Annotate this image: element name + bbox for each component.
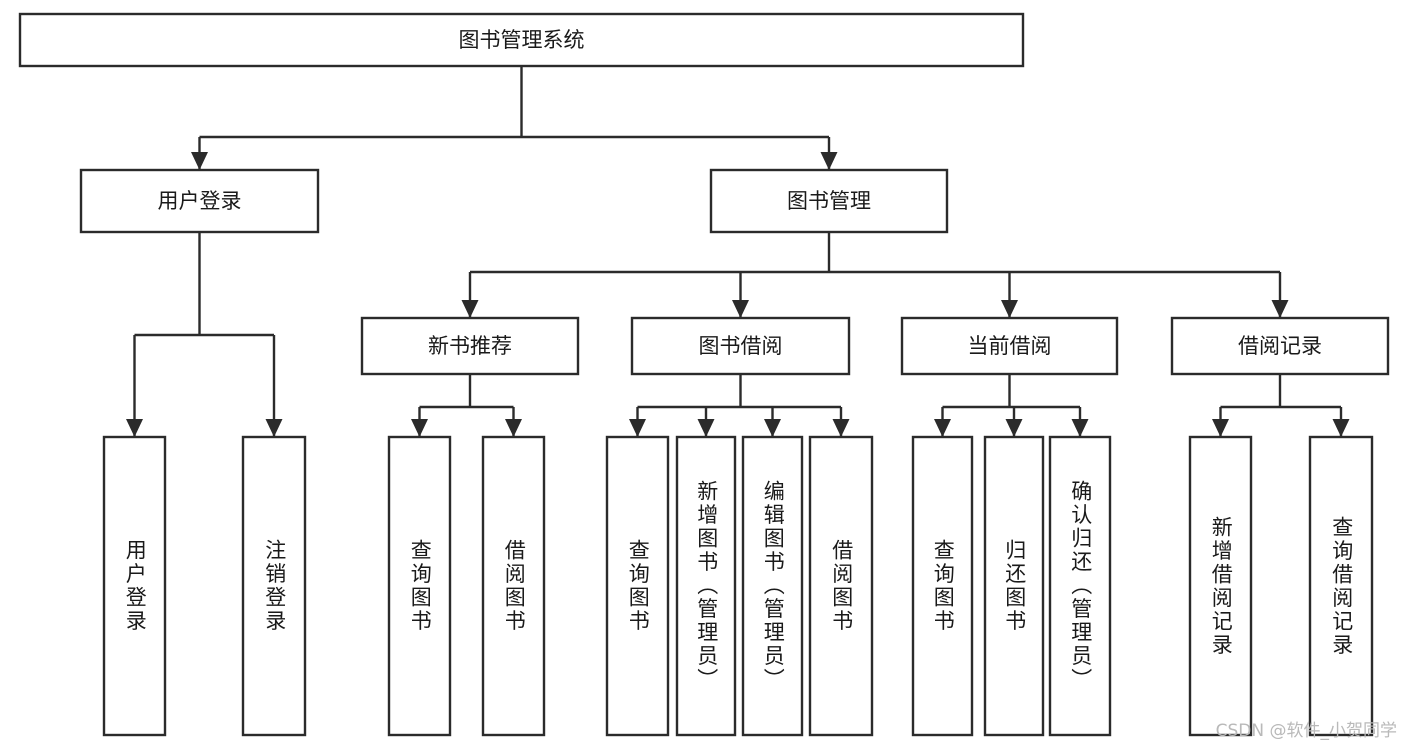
node-box-user-logout[interactable] xyxy=(241,435,307,737)
node-box-borrow-borrow-book[interactable] xyxy=(808,435,874,737)
connector-layer xyxy=(126,66,1350,437)
arrow-head-icon xyxy=(1271,300,1289,318)
watermark-text: CSDN @软件_小贺同学 xyxy=(1215,721,1397,741)
arrow-head-icon xyxy=(1071,419,1089,437)
node-box-borrow-record[interactable] xyxy=(1170,316,1390,376)
arrow-head-icon xyxy=(764,419,781,437)
node-box-user-login[interactable] xyxy=(79,168,320,234)
node-box-borrow-add-book[interactable] xyxy=(675,435,737,737)
node-label-current-borrow: 当前借阅 xyxy=(968,334,1052,358)
node-label-user-login: 用户登录 xyxy=(158,189,242,213)
node-label-root: 图书管理系统 xyxy=(459,28,585,52)
arrow-head-icon xyxy=(1212,419,1229,437)
arrow-head-icon xyxy=(191,152,208,170)
node-box-recommend-query-book[interactable] xyxy=(387,435,452,737)
node-box-recommend-borrow-book[interactable] xyxy=(481,435,546,737)
arrow-head-icon xyxy=(732,300,749,318)
arrow-head-icon xyxy=(126,419,143,437)
node-box-current-return-book[interactable] xyxy=(983,435,1045,737)
arrow-head-icon xyxy=(629,419,646,437)
arrow-head-icon xyxy=(832,419,850,437)
node-box-record-query[interactable] xyxy=(1308,435,1374,737)
arrow-head-icon xyxy=(820,152,838,170)
node-box-book-borrow[interactable] xyxy=(630,316,851,376)
arrow-head-icon xyxy=(1332,419,1350,437)
node-label-new-book-recommend: 新书推荐 xyxy=(428,334,512,358)
arrow-head-icon xyxy=(1001,300,1018,318)
node-box-record-add[interactable] xyxy=(1188,435,1253,737)
node-box-borrow-query-book[interactable] xyxy=(605,435,670,737)
node-box-current-query-book[interactable] xyxy=(911,435,974,737)
arrow-head-icon xyxy=(411,419,428,437)
node-label-book-borrow: 图书借阅 xyxy=(699,334,783,358)
node-box-root[interactable] xyxy=(18,12,1025,68)
node-box-current-confirm-return[interactable] xyxy=(1048,435,1112,737)
node-label-book-manage: 图书管理 xyxy=(787,189,871,213)
node-box-book-manage[interactable] xyxy=(709,168,949,234)
node-label-borrow-record: 借阅记录 xyxy=(1238,334,1322,358)
node-box-user-login-do[interactable] xyxy=(102,435,167,737)
arrow-head-icon xyxy=(265,419,283,437)
node-box-new-book-recommend[interactable] xyxy=(360,316,580,376)
node-box-current-borrow[interactable] xyxy=(900,316,1119,376)
box-layer xyxy=(18,12,1390,737)
arrow-head-icon xyxy=(461,300,479,318)
arrow-head-icon xyxy=(934,419,951,437)
arrow-head-icon xyxy=(505,419,522,437)
node-box-borrow-edit-book[interactable] xyxy=(741,435,804,737)
arrow-head-icon xyxy=(697,419,715,437)
arrow-head-icon xyxy=(1005,419,1023,437)
